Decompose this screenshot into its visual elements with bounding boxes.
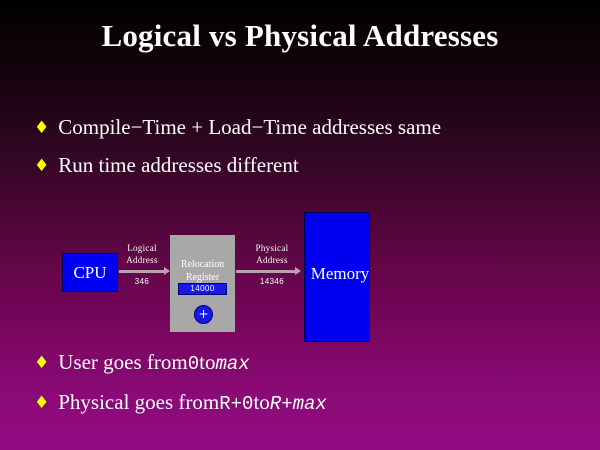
bullet-compile-load-time: ♦ Compile−Time + Load−Time addresses sam… [34, 115, 441, 140]
cpu-box [62, 253, 118, 292]
logical-address-caption-line2: Address [126, 255, 158, 265]
bullet-diamond-icon: ♦ [34, 156, 50, 176]
bullet-physical-range: ♦ Physical goes from R+0 to R+max [34, 390, 327, 415]
bullet-text-prefix: Physical goes from [58, 390, 220, 414]
memory-box [304, 212, 370, 342]
bullet-diamond-icon: ♦ [34, 353, 50, 373]
relocation-register-value-field [178, 283, 227, 295]
physical-address-value: 14346 [259, 277, 285, 286]
relocation-register-label-line2: Register [185, 272, 220, 283]
relocation-register-label-line1: Relocation [180, 259, 225, 270]
bullet-text-joiner: to [253, 390, 270, 414]
logical-address-caption-line1: Logical [127, 243, 157, 253]
physical-address-caption-line1: Physical [255, 243, 289, 253]
bullet-text: Run time addresses different [58, 153, 299, 177]
bullet-value-min: 0 [187, 353, 200, 375]
physical-address-caption-line2: Address [256, 255, 288, 265]
logical-address-arrow-head-icon [164, 267, 170, 275]
plus-icon: + [198, 307, 209, 321]
logical-address-value: 346 [134, 277, 150, 286]
bullet-diamond-icon: ♦ [34, 118, 50, 138]
bullet-text-joiner: to [199, 350, 216, 374]
logical-address-arrow-line [119, 270, 165, 273]
bullet-text-prefix: User goes from [58, 350, 188, 374]
adder-circle [194, 305, 213, 324]
memory-label: Memory [310, 264, 370, 283]
bullet-value-max: max [215, 353, 250, 375]
relocation-register-value: 14000 [190, 284, 215, 293]
bullet-user-range: ♦ User goes from 0 to max [34, 350, 250, 375]
slide-title: Logical vs Physical Addresses [101, 18, 499, 53]
cpu-label: CPU [73, 263, 107, 282]
bullet-value-min: R+0 [219, 393, 254, 415]
bullet-run-time: ♦ Run time addresses different [34, 153, 299, 178]
bullet-text: Compile−Time + Load−Time addresses same [58, 115, 442, 139]
physical-address-arrow-line [236, 270, 296, 273]
physical-address-arrow-head-icon [295, 267, 301, 275]
bullet-value-max: R+max [269, 393, 327, 415]
bullet-diamond-icon: ♦ [34, 393, 50, 413]
